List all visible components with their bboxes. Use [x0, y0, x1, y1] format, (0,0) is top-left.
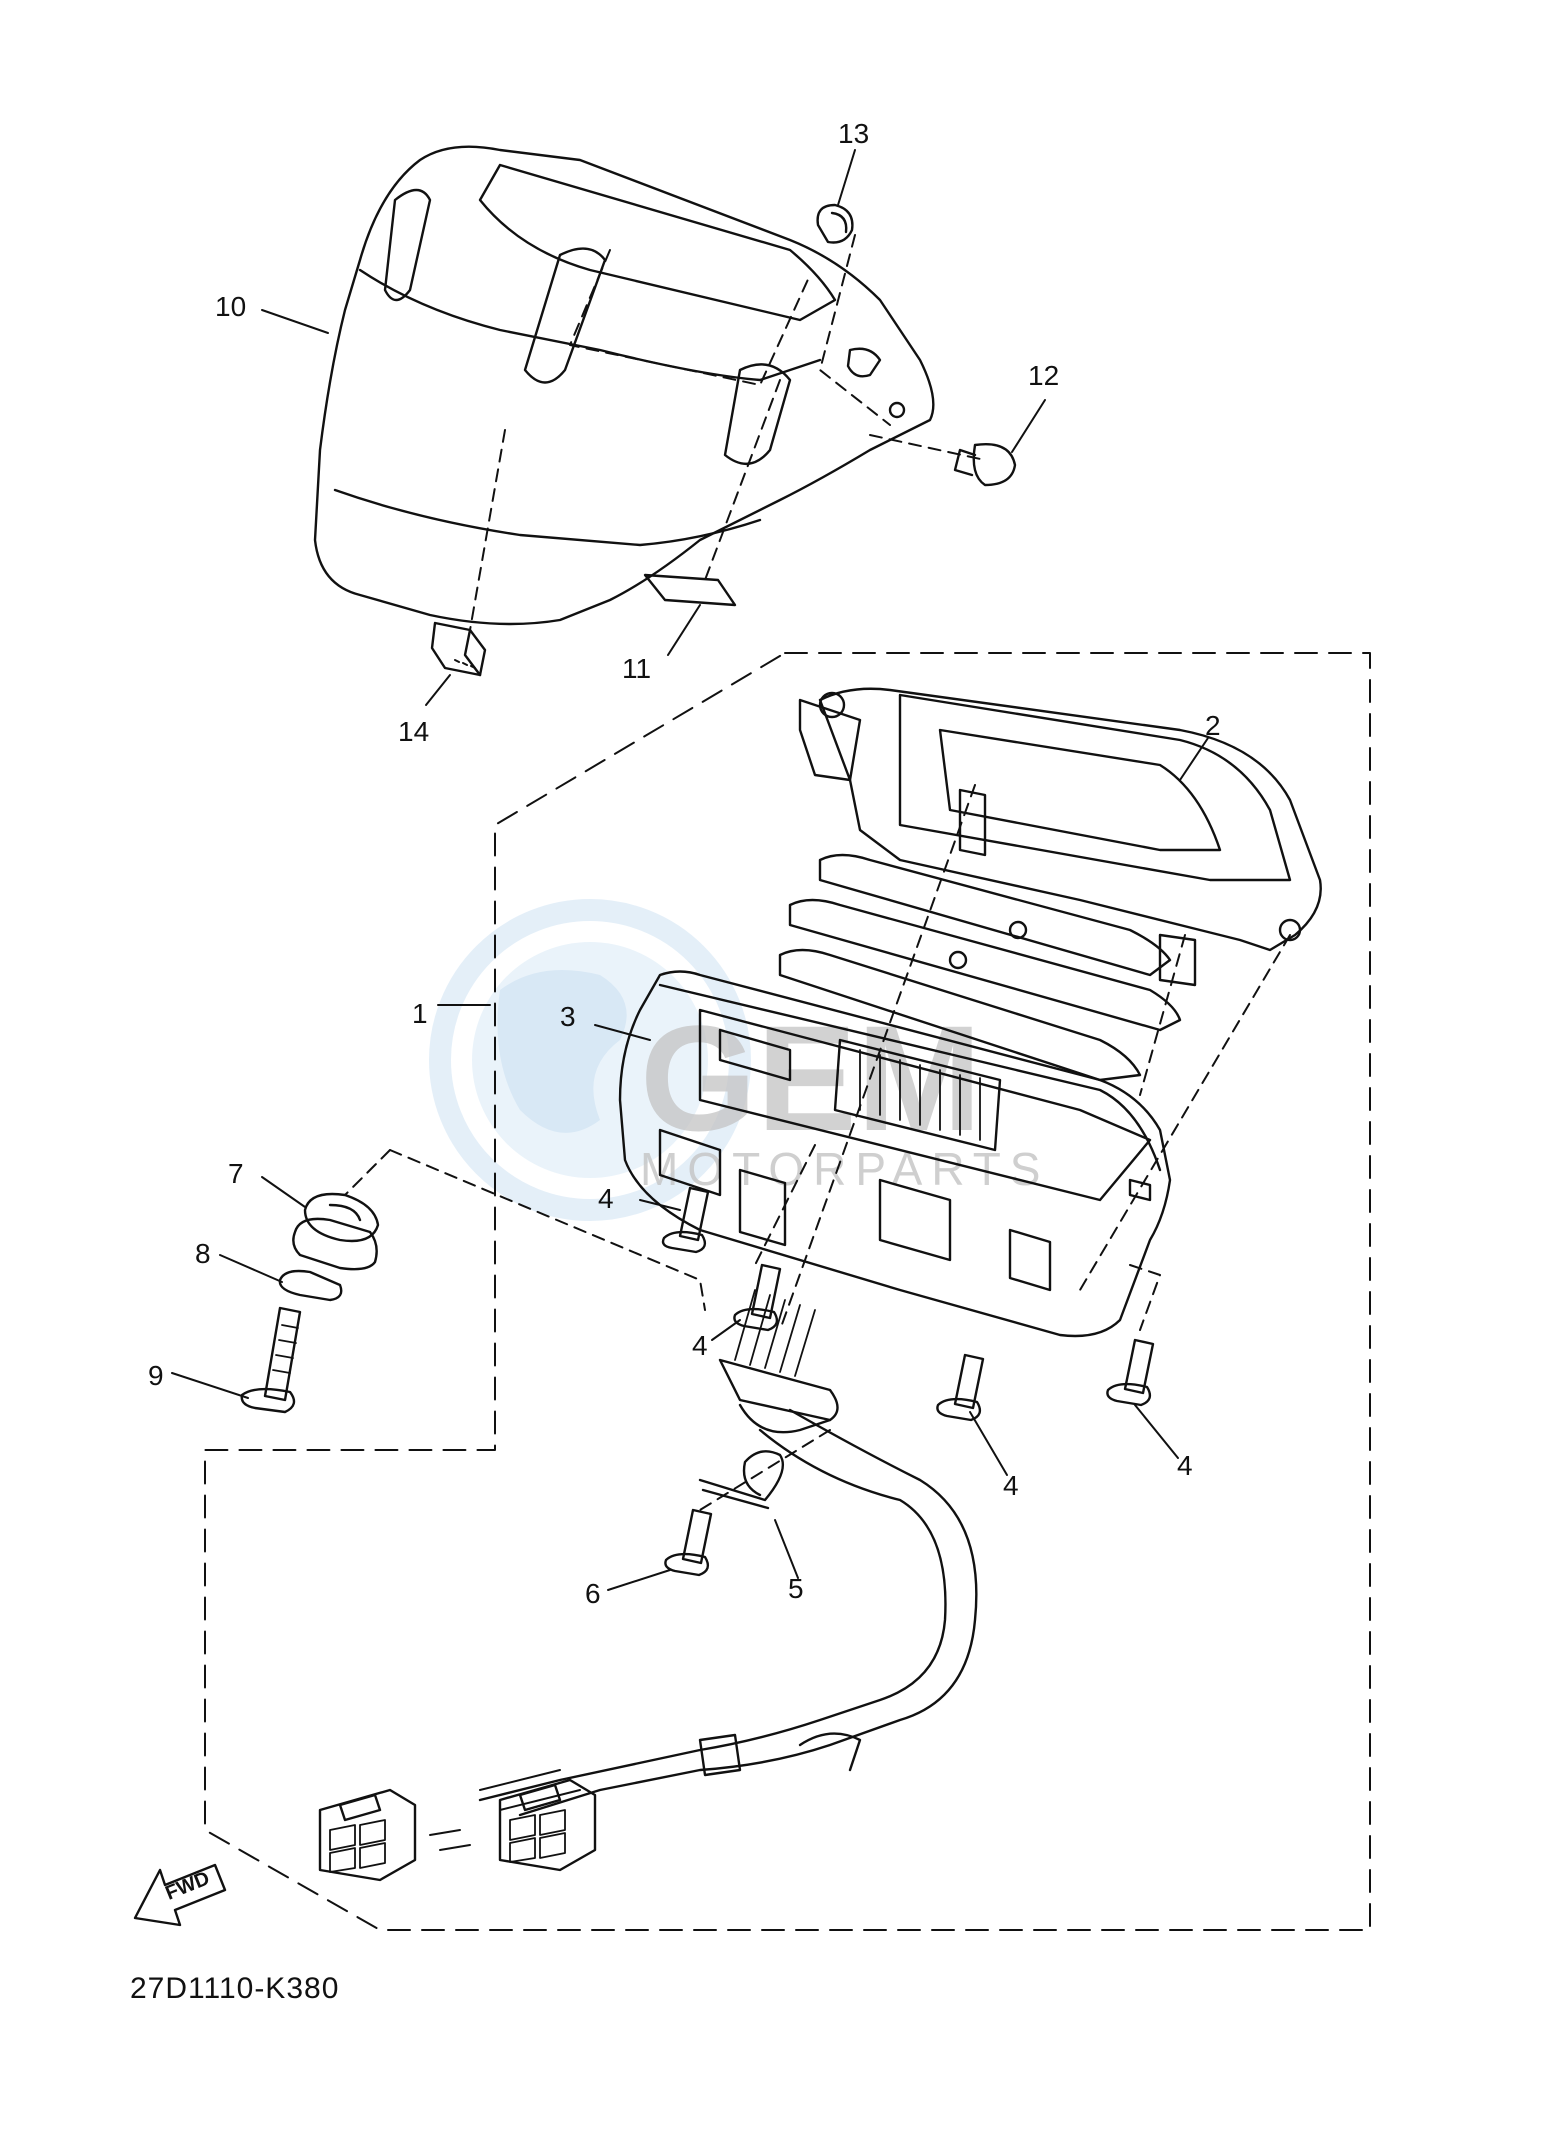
part-screw-6 [664, 1508, 713, 1577]
callout-4b: 4 [692, 1330, 708, 1361]
part-screw-4a [661, 1186, 710, 1254]
part-10-hidden-lines [469, 234, 891, 631]
callout-2: 2 [1205, 710, 1221, 741]
callout-13: 13 [838, 118, 870, 149]
part-connector-b [318, 1788, 417, 1882]
callout-4a: 4 [598, 1183, 614, 1214]
assembly-boundary [204, 652, 1371, 1931]
part-rear-housing [618, 970, 1172, 1338]
watermark-brand-text: GEM [640, 994, 982, 1162]
callout-5: 5 [788, 1573, 804, 1604]
part-screw-4d [1106, 1338, 1155, 1407]
part-pad [643, 573, 737, 607]
callout-4c: 4 [1003, 1470, 1019, 1501]
part-washer-8 [278, 1269, 343, 1302]
part-grommet-7 [292, 1192, 380, 1271]
part-clamp-5 [698, 1450, 785, 1510]
callout-1: 1 [412, 998, 428, 1029]
part-meter-case [798, 687, 1322, 987]
fwd-arrow-icon [133, 1863, 227, 1927]
callout-7: 7 [228, 1158, 244, 1189]
part-clip [430, 621, 487, 677]
alignment-lines [344, 784, 1291, 1511]
callout-9: 9 [148, 1360, 164, 1391]
part-meter-cover [313, 145, 935, 626]
part-grommet-13 [816, 203, 854, 244]
part-screw-4b [733, 1263, 782, 1332]
callout-3: 3 [560, 1001, 576, 1032]
watermark-brand: GEM MOTORPARTS [640, 994, 1040, 1195]
callout-8: 8 [195, 1238, 211, 1269]
callout-12: 12 [1028, 360, 1060, 391]
part-connector-a [498, 1778, 597, 1872]
callout-4d: 4 [1177, 1450, 1193, 1481]
leader-lines [171, 149, 1209, 1591]
callout-6: 6 [585, 1578, 601, 1609]
part-screw-12 [869, 434, 1017, 487]
callout-14: 14 [398, 716, 430, 747]
part-circuit-plates [778, 853, 1182, 1082]
watermark-globe [429, 899, 751, 1221]
diagram-code: 27D1110-K380 [130, 1972, 340, 2005]
part-screw-4c [936, 1353, 985, 1422]
part-screw-9 [240, 1306, 302, 1414]
part-wire-harness [429, 1289, 978, 1851]
callout-10: 10 [215, 291, 247, 322]
callout-11: 11 [622, 653, 652, 684]
